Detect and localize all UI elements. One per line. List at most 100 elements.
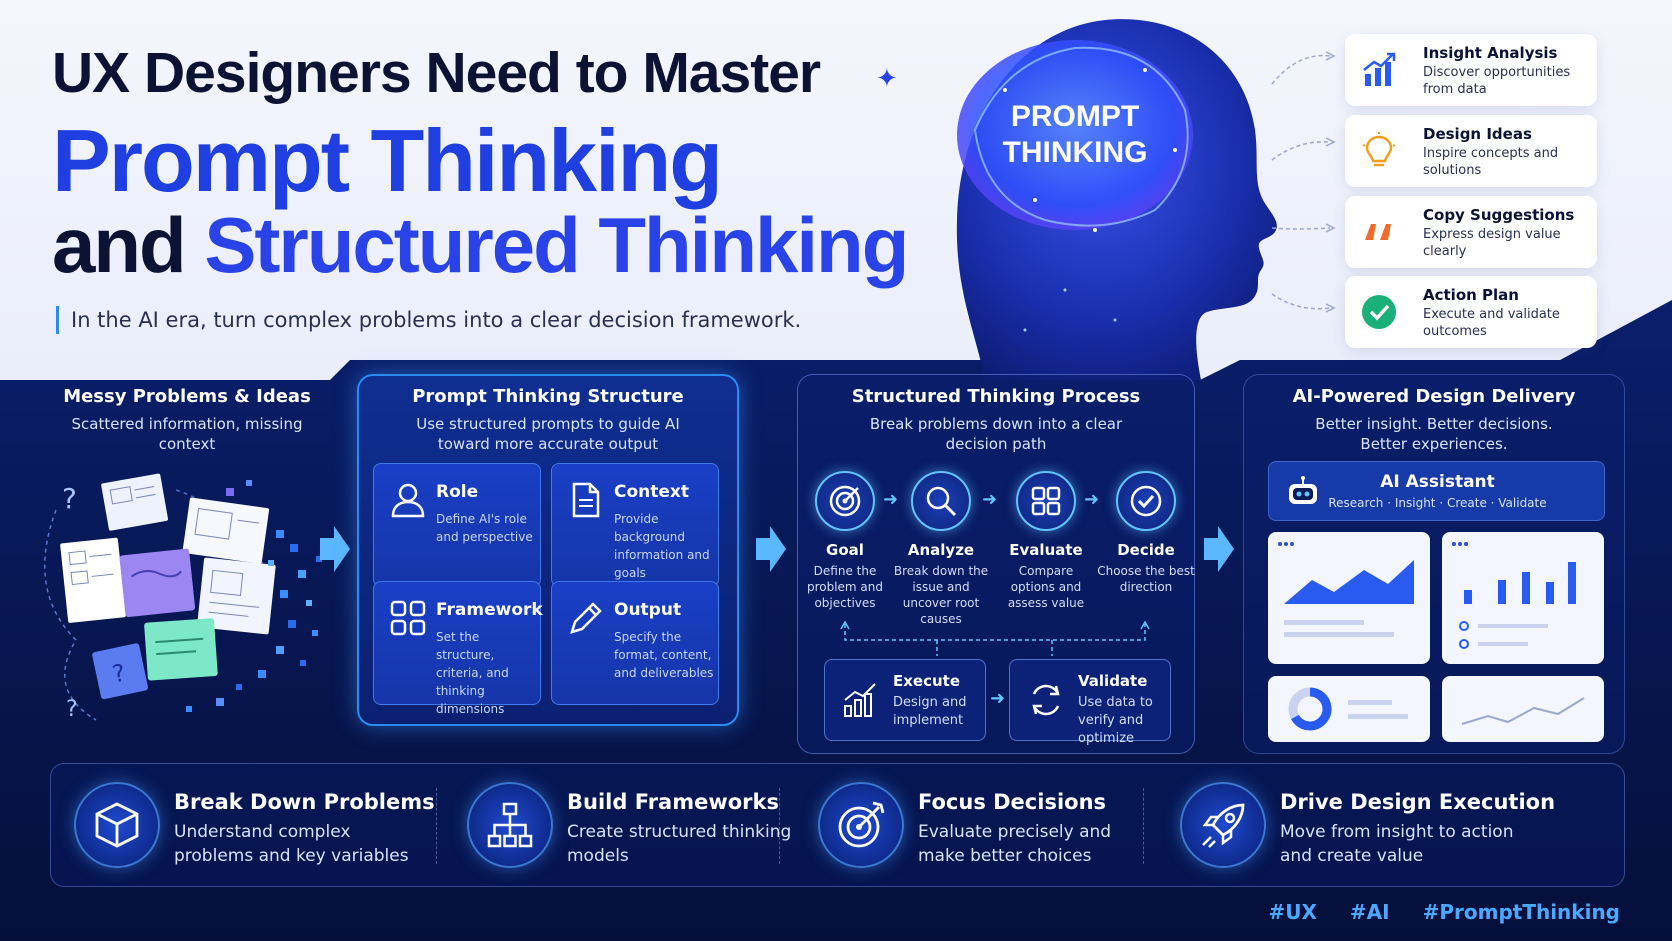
outcome-desc: Inspire concepts and solutions bbox=[1423, 146, 1559, 178]
prompt-box-title: Role bbox=[436, 482, 479, 502]
bar-chart-icon bbox=[1363, 52, 1396, 86]
flow-arrow-icon bbox=[320, 526, 350, 572]
pillar-desc: Create structured thinking models bbox=[567, 822, 792, 866]
title-line3-accent: Structured Thinking bbox=[204, 201, 909, 289]
messy-title: Messy Problems & Ideas bbox=[63, 386, 311, 407]
title-line2: Prompt Thinking bbox=[52, 111, 723, 210]
title-line1: UX Designers Need to Master bbox=[52, 41, 821, 105]
quote-icon bbox=[1365, 224, 1391, 240]
prompt-box-title: Context bbox=[614, 482, 690, 502]
step-title: Decide bbox=[1117, 541, 1175, 559]
outcome-card-action: Action Plan Execute and validate outcome… bbox=[1345, 276, 1597, 348]
robot-icon bbox=[1289, 476, 1317, 504]
prompt-box-desc: Specify the format, content, and deliver… bbox=[614, 630, 714, 680]
pillar-title: Focus Decisions bbox=[918, 790, 1107, 814]
prompt-box-context: Context Provide background information a… bbox=[551, 463, 719, 587]
grid-icon bbox=[1016, 471, 1076, 531]
prompt-box-role: Role Define AI's role and perspective bbox=[373, 463, 541, 587]
feedback-connector bbox=[840, 620, 1150, 656]
pillar-title: Build Frameworks bbox=[567, 790, 779, 814]
hierarchy-icon bbox=[467, 782, 553, 868]
prompt-box-output: Output Specify the format, content, and … bbox=[551, 581, 719, 705]
cube-icon bbox=[74, 782, 160, 868]
outcome-desc: Execute and validate outcomes bbox=[1423, 307, 1560, 339]
check-circle-icon bbox=[1116, 471, 1176, 531]
prompt-box-desc: Define AI's role and perspective bbox=[436, 512, 533, 544]
sparkle-icon: ✦ bbox=[876, 64, 898, 94]
user-icon bbox=[391, 483, 425, 518]
growth-chart-icon bbox=[844, 683, 876, 717]
area-chart-icon bbox=[1278, 542, 1414, 637]
flow-arrow-icon bbox=[1204, 526, 1234, 572]
pillar-desc: Move from insight to action and create v… bbox=[1280, 822, 1514, 866]
dashboard-bar-chart-card bbox=[1442, 532, 1604, 664]
outcome-title: Insight Analysis bbox=[1423, 44, 1558, 62]
connector-line bbox=[1271, 137, 1336, 161]
delivery-subtitle: Better insight. Better decisions. Better… bbox=[1315, 415, 1553, 453]
outcome-card-ideas: Design Ideas Inspire concepts and soluti… bbox=[1345, 115, 1597, 187]
prompt-box-desc: Provide background information and goals bbox=[614, 512, 710, 580]
flow-arrow-icon bbox=[756, 526, 786, 572]
svg-text:?: ? bbox=[66, 697, 78, 722]
divider bbox=[779, 788, 780, 864]
checkmark-icon bbox=[1362, 295, 1396, 329]
step-title: Goal bbox=[826, 541, 864, 559]
execute-desc: Design and implement bbox=[893, 695, 967, 728]
hashtag[interactable]: #UX bbox=[1268, 900, 1317, 924]
arrow-right-icon: ➜ bbox=[982, 489, 998, 510]
line-chart-icon bbox=[1461, 697, 1585, 725]
ai-assistant-title: AI Assistant bbox=[1380, 472, 1495, 492]
prompt-box-title: Output bbox=[614, 600, 682, 620]
svg-text:?: ? bbox=[62, 482, 77, 515]
document-icon bbox=[572, 482, 600, 518]
divider bbox=[436, 788, 437, 864]
ai-assistant-bar: AI Assistant Research · Insight · Create… bbox=[1268, 461, 1605, 521]
pillar-desc: Understand complex problems and key vari… bbox=[174, 822, 409, 866]
magnifier-icon bbox=[911, 471, 971, 531]
dashboard-area-chart-card bbox=[1268, 532, 1430, 664]
target-icon bbox=[815, 471, 875, 531]
dashboard-line-chart-card bbox=[1442, 676, 1604, 742]
brain-label-line2: THINKING bbox=[1003, 136, 1148, 169]
connector-line bbox=[1271, 51, 1336, 85]
dashboard-donut-card bbox=[1268, 676, 1430, 742]
prompt-structure-title: Prompt Thinking Structure bbox=[412, 386, 684, 407]
title-line3: and Structured Thinking bbox=[52, 200, 909, 291]
connector-line bbox=[1271, 223, 1336, 233]
prompt-box-title: Framework bbox=[436, 600, 543, 620]
prompt-box-framework: Framework Set the structure, criteria, a… bbox=[373, 581, 543, 716]
grid-icon bbox=[390, 600, 426, 636]
pillar-title: Break Down Problems bbox=[174, 790, 435, 814]
execute-title: Execute bbox=[893, 672, 961, 690]
outcome-desc: Express design value clearly bbox=[1423, 227, 1561, 259]
step-desc: Break down the issue and uncover root ca… bbox=[893, 564, 989, 626]
validate-box: Validate Use data to verify and optimize bbox=[1009, 659, 1171, 746]
outcome-card-insight: Insight Analysis Discover opportunities … bbox=[1345, 34, 1597, 106]
outcome-desc: Discover opportunities from data bbox=[1423, 65, 1571, 97]
svg-text:?: ? bbox=[110, 659, 128, 689]
process-subtitle: Break problems down into a clear decisio… bbox=[869, 415, 1123, 453]
prompt-box-desc: Set the structure, criteria, and thinkin… bbox=[436, 630, 509, 716]
pillar-desc: Evaluate precisely and make better choic… bbox=[918, 822, 1112, 866]
divider bbox=[1143, 788, 1144, 864]
refresh-icon bbox=[1032, 684, 1060, 716]
head-silhouette: PROMPT THINKING bbox=[956, 19, 1277, 380]
lightbulb-icon bbox=[1362, 132, 1396, 167]
step-desc: Define the problem and objectives bbox=[806, 564, 884, 610]
arrow-right-icon: ➜ bbox=[883, 489, 899, 510]
brain-label-line1: PROMPT bbox=[1011, 100, 1139, 133]
hashtag[interactable]: #PromptThinking bbox=[1422, 900, 1620, 924]
title-line3-prefix: and bbox=[52, 201, 187, 289]
execute-box: Execute Design and implement bbox=[824, 659, 986, 741]
subtitle: In the AI era, turn complex problems int… bbox=[56, 306, 801, 334]
outcome-title: Action Plan bbox=[1423, 286, 1519, 304]
hashtag[interactable]: #AI bbox=[1349, 900, 1390, 924]
hashtags: #UX #AI #PromptThinking bbox=[1243, 900, 1620, 924]
messy-subtitle: Scattered information, missing context bbox=[71, 415, 303, 453]
validate-desc: Use data to verify and optimize bbox=[1078, 695, 1153, 746]
step-title: Evaluate bbox=[1009, 541, 1083, 559]
step-desc: Choose the best direction bbox=[1097, 564, 1195, 594]
bar-chart-icon bbox=[1452, 542, 1576, 649]
outcome-title: Copy Suggestions bbox=[1423, 206, 1575, 224]
